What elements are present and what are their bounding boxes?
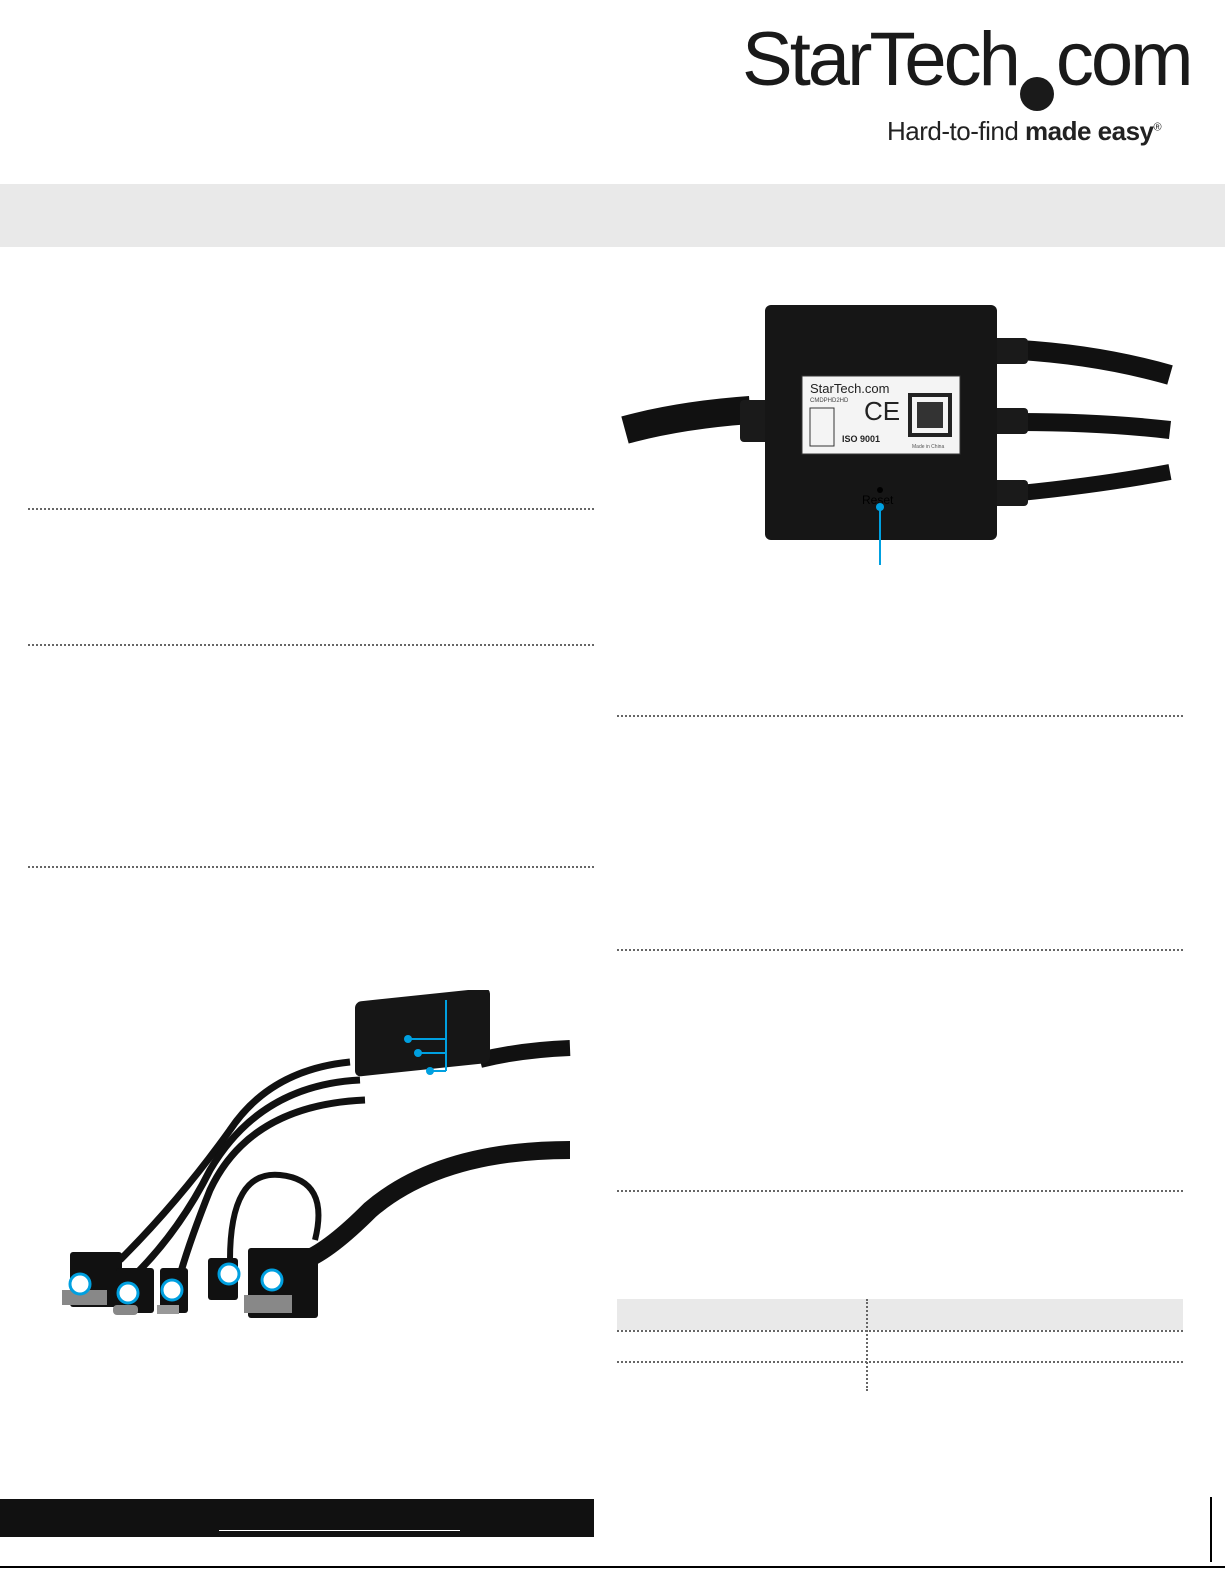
tagline: Hard-to-find made easy® [887,116,1162,147]
divider [28,866,594,868]
product-photo-cables [62,990,571,1318]
label-origin: Made in China [912,444,944,450]
reset-label: Reset [862,493,894,507]
svg-text:CE: CE [864,396,900,426]
product-photo-top: StarTech.com CMDPHD2HD CE ISO 9001 Made … [621,305,1173,565]
page-edge-marker [1210,1497,1212,1562]
logo-brand: StarTech [742,17,1021,102]
footer-bar [0,1499,594,1537]
bottom-rule [0,1566,1225,1568]
label-iso: ISO 9001 [842,434,880,444]
logo-dot [1019,77,1054,111]
registered-mark: ® [1153,121,1162,134]
divider [617,715,1183,717]
divider [28,644,594,646]
label-model: CMDPHD2HD [810,398,849,404]
table-row-divider [617,1361,1183,1363]
divider [617,1190,1183,1192]
tagline-light: Hard-to-find [887,116,1025,146]
title-band [0,184,1225,247]
label-brand: StarTech.com [810,381,889,396]
table-header [617,1299,1183,1330]
logo-suffix: com [1055,17,1194,102]
table-column-divider [866,1299,868,1391]
tagline-bold: made easy [1025,116,1154,146]
divider [28,508,594,510]
table-row-divider [617,1330,1183,1332]
divider [617,949,1183,951]
footer-link-underline[interactable] [219,1530,460,1531]
